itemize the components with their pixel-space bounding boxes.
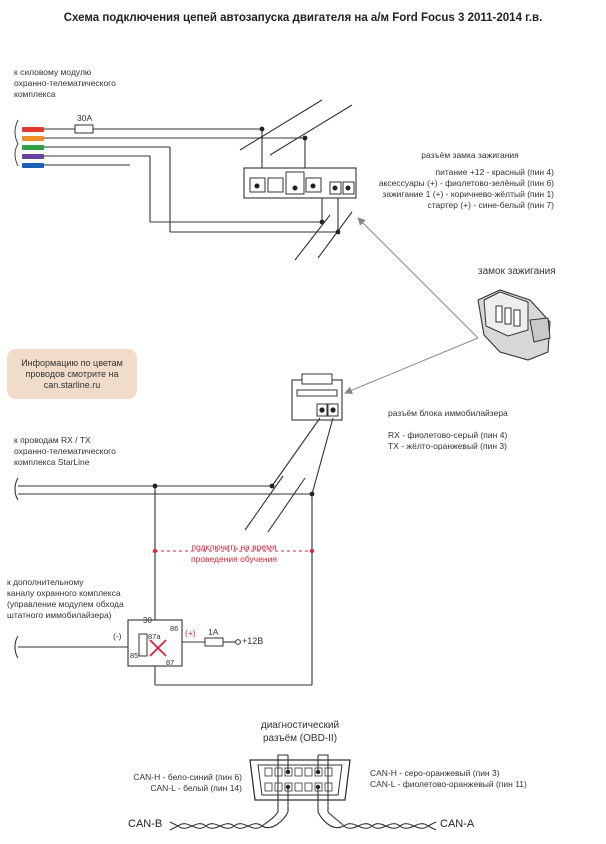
fuse-30a <box>74 124 94 134</box>
relay-pin-87: 87 <box>166 658 175 667</box>
obd-left-line-2: CAN-L - белый (пин 14) <box>150 783 242 793</box>
relay-pin-86: 86 <box>170 624 179 633</box>
wire-color-4 <box>22 163 44 168</box>
obd-title-1: диагностический <box>260 720 340 731</box>
rxtx-line-1: к проводам RX / TX <box>14 435 91 445</box>
fuse-30a-label: 30A <box>77 113 93 123</box>
can-b-arrow <box>169 821 180 831</box>
obd-left-line-1: CAN-H - бело-синий (пин 6) <box>133 772 242 782</box>
supply-label: +12В <box>242 636 264 646</box>
obd-connector <box>249 759 351 801</box>
ignition-pin-7: стартер (+) - сине-белый (пин 7) <box>427 200 554 210</box>
aux-wires <box>14 635 236 659</box>
rxtx-junctions <box>152 483 315 497</box>
learning-note-line-2: проведения обучения <box>191 554 277 564</box>
ignition-lock-device <box>477 289 551 361</box>
power-module-line-1: к силовому модулю <box>14 67 92 77</box>
info-link[interactable]: can.starline.ru <box>43 380 101 390</box>
immo-connector <box>291 373 343 421</box>
relay <box>127 610 183 667</box>
wire-color-1 <box>22 136 44 141</box>
power-module-line-3: комплекса <box>14 89 56 99</box>
supply-terminal <box>235 639 241 645</box>
ignition-lock-label: замок зажигания <box>478 266 556 277</box>
can-a-label: CAN-A <box>440 818 475 830</box>
info-line-2: проводов смотрите на <box>25 369 119 379</box>
learning-dot-right <box>309 548 315 554</box>
rxtx-wires <box>14 417 334 686</box>
obd-right-line-2: CAN-L - фиолетово-оранжевый (пин 11) <box>370 779 527 789</box>
ignition-pin-4: питание +12 - красный (пин 4) <box>435 167 554 177</box>
wire-color-2 <box>22 145 44 150</box>
info-text: Информацию по цветам проводов смотрите н… <box>7 358 137 391</box>
can-wires <box>177 754 429 829</box>
wire-color-3 <box>22 154 44 159</box>
rxtx-line-3: комплекса StarLine <box>14 457 90 467</box>
ignition-pin-6: аксессуары (+) - фиолетово-зелёный (пин … <box>378 178 554 188</box>
relay-plus: (+) <box>185 628 196 638</box>
immo-rx: RX - фиолетово-серый (пин 4) <box>388 430 508 440</box>
can-a-arrow <box>426 821 437 831</box>
fuse-1a-label: 1A <box>208 627 219 637</box>
aux-line-2: каналу охранного комплекса <box>7 588 121 598</box>
ignition-pin-1: зажигание 1 (+) - коричнево-жёлтый (пин … <box>382 189 554 199</box>
diagram-title: Схема подключения цепей автозапуска двиг… <box>63 12 543 24</box>
aux-line-1: к дополнительному <box>7 577 84 587</box>
aux-line-4: штатного иммобилайзера) <box>7 610 112 620</box>
ignition-wires <box>44 99 353 261</box>
learning-dot-left <box>152 548 158 554</box>
aux-line-3: (управление модулем обхода <box>7 599 124 609</box>
info-line-1: Информацию по цветам <box>21 358 123 368</box>
obd-right-line-1: CAN-H - серо-оранжевый (пин 3) <box>370 768 500 778</box>
relay-minus: (-) <box>113 631 122 641</box>
power-bundle <box>14 119 44 168</box>
fuse-1a <box>204 637 224 647</box>
rxtx-line-2: охранно-телематического <box>14 446 116 456</box>
wire-junctions <box>259 126 341 235</box>
immo-connector-title: разъём блока иммобилайзера <box>388 408 508 418</box>
pointer-arrows <box>344 217 479 395</box>
relay-pin-30: 30 <box>143 616 152 625</box>
power-module-line-2: охранно-телематического <box>14 78 116 88</box>
relay-pin-85: 85 <box>130 651 139 660</box>
ignition-connector-title: разъём замка зажигания <box>421 150 519 160</box>
wire-color-0 <box>22 127 44 132</box>
info-box: Информацию по цветам проводов смотрите н… <box>7 349 137 399</box>
learning-note-line-1: подключить на время <box>191 542 277 552</box>
ignition-connector <box>243 167 357 199</box>
relay-pin-87a: 87a <box>148 632 161 641</box>
immo-tx: TX - жёлто-оранжевый (пин 3) <box>388 441 507 451</box>
obd-title-2: разъём (OBD-II) <box>262 733 338 744</box>
can-b-label: CAN-B <box>128 818 163 830</box>
